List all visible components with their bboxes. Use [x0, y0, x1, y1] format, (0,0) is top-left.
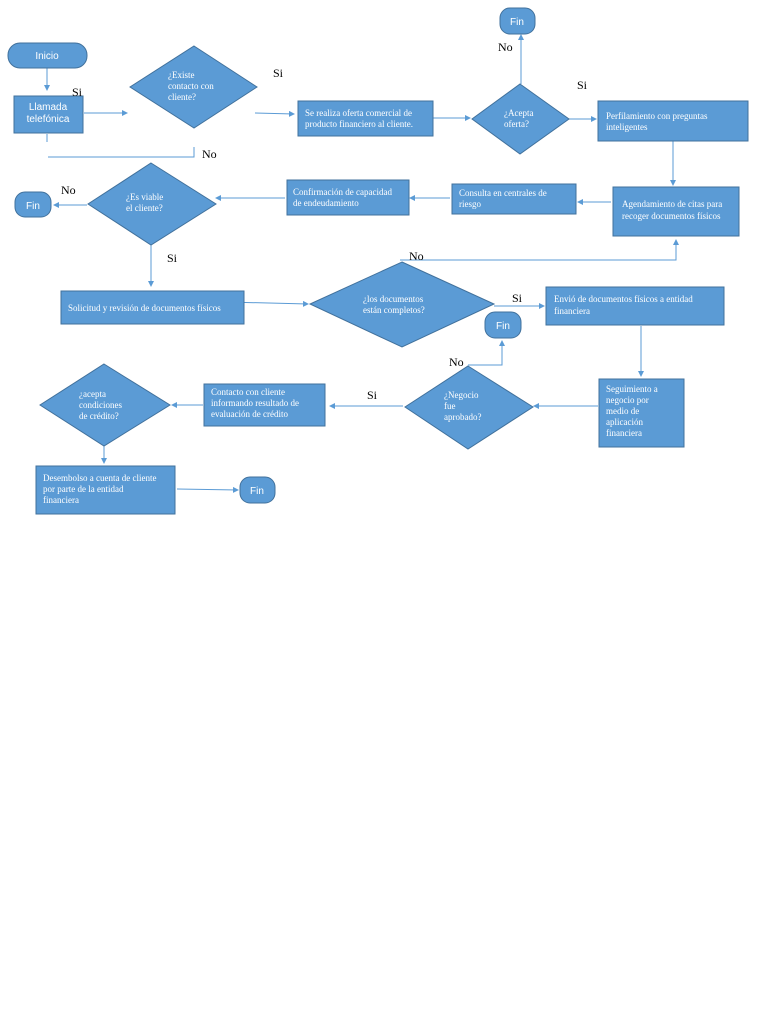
- process-confirmacion: Confirmación de capacidad de endeudamien…: [286, 179, 410, 216]
- envio-line-2: financiera: [554, 306, 590, 316]
- existe-line-3: cliente?: [168, 92, 196, 102]
- process-oferta-comercial: Se realiza oferta comercial de producto …: [297, 100, 434, 137]
- consulta-line-2: riesgo: [459, 199, 481, 209]
- process-solicitud: Solicitud y revisión de documentos físic…: [60, 290, 245, 325]
- docs-line-2: están completos?: [363, 305, 425, 315]
- edge-label-no-negocio: No: [449, 355, 464, 369]
- negocio-line-2: fue: [444, 401, 456, 411]
- edge-labels: Si Si No No Si No Si No Si No Si: [61, 40, 588, 402]
- existe-line-2: contacto con: [168, 81, 214, 91]
- viable-line-1: ¿Es viable: [126, 192, 163, 202]
- desembolso-line-3: financiera: [43, 495, 79, 505]
- edge-no-return: [48, 147, 195, 158]
- fin-left-label: Fin: [26, 201, 40, 212]
- contacto-line-1: Contacto con cliente: [211, 387, 285, 397]
- desembolso-line-2: por parte de la entidad: [43, 484, 124, 494]
- seguimiento-line-3: medio de: [606, 406, 639, 416]
- perfil-line-1: Perfilamiento con preguntas: [606, 111, 708, 121]
- contacto-line-2: informando resultado de: [211, 398, 299, 408]
- edge-label-no-docs: No: [409, 249, 424, 263]
- envio-line-1: Envió de documentos físicos a entidad: [554, 294, 693, 304]
- connectors: [44, 34, 679, 493]
- acepta-oferta-line-2: oferta?: [504, 119, 529, 129]
- confirmacion-line-1: Confirmación de capacidad: [293, 187, 392, 197]
- llamada-line-1: Llamada: [29, 102, 68, 113]
- edge-label-no-viable: No: [61, 183, 76, 197]
- process-desembolso: Desembolso a cuenta de cliente por parte…: [35, 465, 176, 515]
- condiciones-line-2: condiciones: [79, 400, 122, 410]
- end-node-left: Fin: [14, 191, 52, 218]
- start-label: Inicio: [35, 51, 59, 62]
- process-perfilamiento: Perfilamiento con preguntas inteligentes: [597, 100, 749, 142]
- edge-label-si-existe: Si: [273, 66, 284, 80]
- desembolso-line-1: Desembolso a cuenta de cliente: [43, 473, 156, 483]
- solicitud-label: Solicitud y revisión de documentos físic…: [68, 303, 221, 313]
- end-node-mid: Fin: [484, 311, 522, 339]
- seguimiento-line-5: financiera: [606, 428, 642, 438]
- fin-mid-label: Fin: [496, 321, 510, 332]
- seguimiento-line-1: Seguimiento a: [606, 384, 658, 394]
- end-node-top: Fin: [499, 7, 536, 35]
- end-node-bottom: Fin: [239, 476, 276, 504]
- start-node: Inicio: [7, 42, 88, 69]
- edge-existe-oferta: [254, 110, 295, 117]
- process-consulta-centrales: Consulta en centrales de riesgo: [451, 183, 577, 215]
- confirmacion-line-2: de endeudamiento: [293, 198, 359, 208]
- existe-line-1: ¿Existe: [168, 70, 195, 80]
- process-contacto-resultado: Contacto con cliente informando resultad…: [203, 383, 326, 427]
- decision-docs-completos: ¿los documentos están completos?: [308, 261, 496, 348]
- edge-negocio-fin: [468, 340, 505, 366]
- perfil-line-2: inteligentes: [606, 122, 648, 132]
- process-seguimiento: Seguimiento a negocio por medio de aplic…: [598, 378, 685, 448]
- edge-label-si-oferta: Si: [577, 78, 588, 92]
- edge-label-si-viable: Si: [167, 251, 178, 265]
- viable-line-2: el cliente?: [126, 203, 163, 213]
- edge-label-si-docs: Si: [512, 291, 523, 305]
- contacto-line-3: evaluación de crédito: [211, 409, 288, 419]
- process-llamada: Llamada telefónica: [13, 95, 84, 134]
- acepta-oferta-line-1: ¿Acepta: [504, 108, 533, 118]
- negocio-line-1: ¿Negocio: [444, 390, 479, 400]
- oferta-line-2: producto financiero al cliente.: [305, 119, 413, 129]
- process-agendamiento: Agendamiento de citas para recoger docum…: [612, 186, 740, 237]
- decision-es-viable: ¿Es viable el cliente?: [87, 162, 217, 246]
- consulta-line-1: Consulta en centrales de: [459, 188, 547, 198]
- oferta-line-1: Se realiza oferta comercial de: [305, 108, 412, 118]
- decision-negocio-aprobado: ¿Negocio fue aprobado?: [404, 365, 534, 450]
- edge-label-no-oferta: No: [498, 40, 513, 54]
- condiciones-line-1: ¿acepta: [79, 389, 106, 399]
- seguimiento-line-2: negocio por: [606, 395, 649, 405]
- seguimiento-line-4: aplicación: [606, 417, 643, 427]
- fin-top-label: Fin: [510, 17, 524, 28]
- docs-line-1: ¿los documentos: [363, 294, 424, 304]
- decision-acepta-oferta: ¿Acepta oferta?: [471, 83, 570, 155]
- edge-label-si-negocio: Si: [367, 388, 378, 402]
- negocio-line-3: aprobado?: [444, 412, 481, 422]
- llamada-line-2: telefónica: [27, 114, 70, 125]
- process-envio-docs: Envió de documentos físicos a entidad fi…: [545, 286, 725, 326]
- edge-desembolso-fin: [176, 486, 239, 493]
- fin-bottom-label: Fin: [250, 486, 264, 497]
- edge-no-to-agenda: [400, 239, 679, 261]
- agenda-line-2: recoger documentos físicos: [622, 211, 721, 221]
- condiciones-line-3: de crédito?: [79, 411, 119, 421]
- edge-label-no-existe: No: [202, 147, 217, 161]
- agenda-line-1: Agendamiento de citas para: [622, 199, 722, 209]
- edge-label-si-llamada: Si: [72, 85, 83, 99]
- decision-existe-contacto: ¿Existe contacto con cliente?: [129, 45, 258, 129]
- decision-acepta-condiciones: ¿acepta condiciones de crédito?: [39, 363, 171, 447]
